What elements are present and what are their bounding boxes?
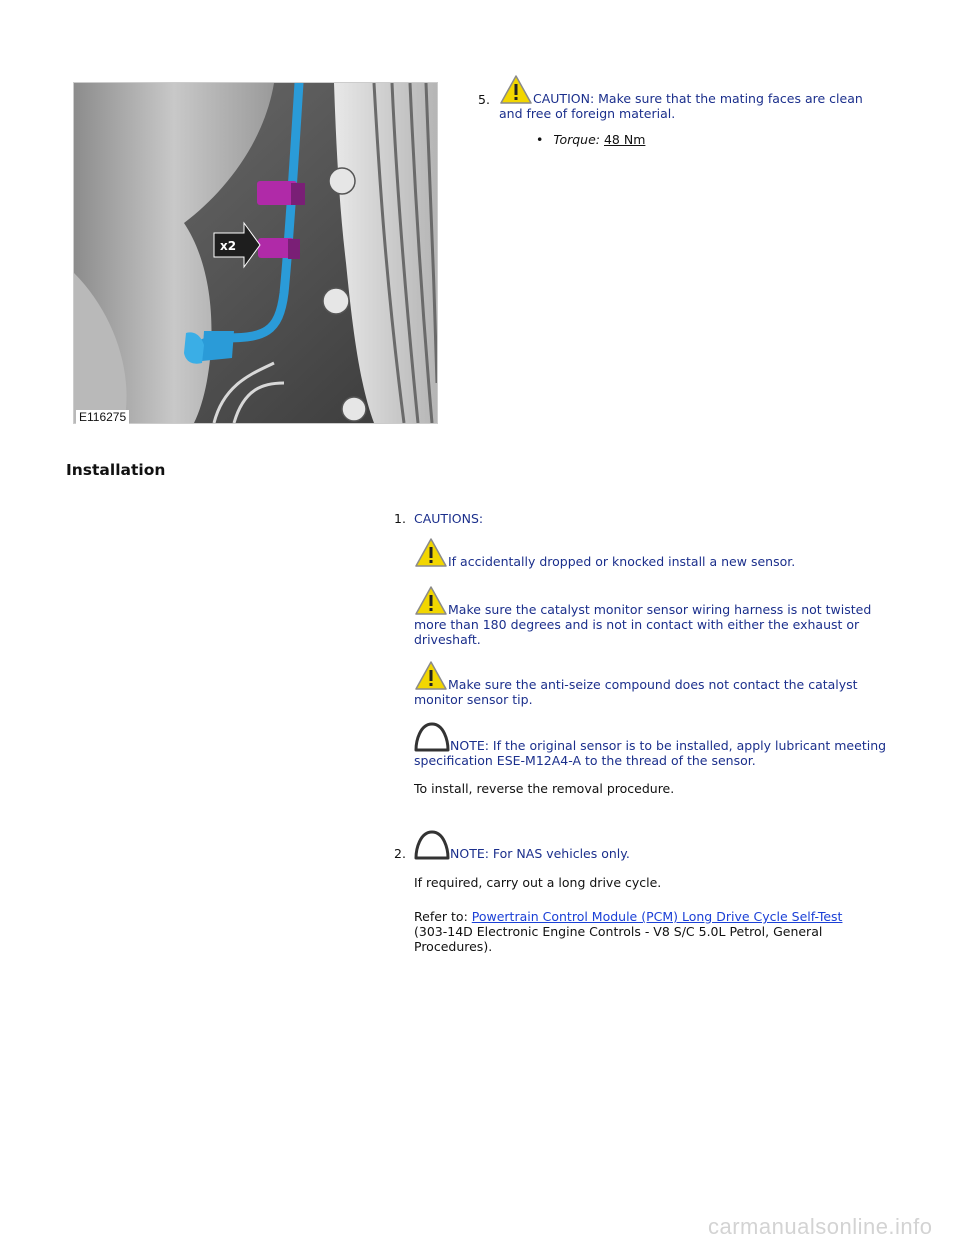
step-2-note: NOTE: For NAS vehicles only. (414, 829, 894, 861)
watermark: carmanualsonline.info (708, 1214, 933, 1239)
caution-warning-icon (414, 660, 448, 692)
callout-arrow: x2 (213, 221, 261, 269)
torque-label: Torque: (553, 132, 600, 147)
component-illustration: x2 (73, 82, 438, 424)
step-5-number: 5. (478, 92, 490, 107)
note-icon (414, 829, 450, 861)
caution-c: Make sure the anti-seize compound does n… (414, 660, 894, 707)
caution-warning-icon (414, 585, 448, 617)
step-1-cautions-heading: CAUTIONS: (414, 511, 484, 526)
engine-bay-drawing: x2 (74, 83, 437, 423)
caution-a-text: If accidentally dropped or knocked insta… (448, 554, 796, 569)
step-2-note-text: NOTE: For NAS vehicles only. (450, 846, 630, 861)
note-icon (414, 721, 450, 753)
callout-label: x2 (220, 239, 236, 253)
section-title: Installation (66, 461, 166, 479)
caution-b: Make sure the catalyst monitor sensor wi… (414, 585, 894, 647)
step-2-reference: Refer to: Powertrain Control Module (PCM… (414, 909, 894, 954)
refer-prefix: Refer to: (414, 909, 468, 924)
step-5-caution-text: CAUTION: Make sure that the mating faces… (499, 91, 863, 121)
step-1-number: 1. (394, 511, 406, 526)
bullet: • (536, 132, 544, 147)
pcm-drive-cycle-link[interactable]: Powertrain Control Module (PCM) Long Dri… (471, 909, 843, 924)
refer-suffix: (303-14D Electronic Engine Controls - V8… (414, 924, 823, 954)
step-1-instruction: To install, reverse the removal procedur… (414, 781, 675, 796)
step-2-instruction: If required, carry out a long drive cycl… (414, 875, 662, 890)
step-1-note: NOTE: If the original sensor is to be in… (414, 721, 894, 768)
torque-spec: • Torque: 48 Nm (536, 132, 645, 147)
step-5-caution: CAUTION: Make sure that the mating faces… (499, 74, 889, 121)
caution-a: If accidentally dropped or knocked insta… (414, 537, 894, 569)
torque-value: 48 Nm (603, 132, 646, 147)
figure-id-label: E116275 (76, 410, 130, 424)
caution-warning-icon (414, 537, 448, 569)
caution-warning-icon (499, 74, 533, 106)
caution-b-text: Make sure the catalyst monitor sensor wi… (414, 602, 872, 647)
caution-c-text: Make sure the anti-seize compound does n… (414, 677, 858, 707)
step-1-note-text: NOTE: If the original sensor is to be in… (414, 738, 887, 768)
step-2-number: 2. (394, 846, 406, 861)
